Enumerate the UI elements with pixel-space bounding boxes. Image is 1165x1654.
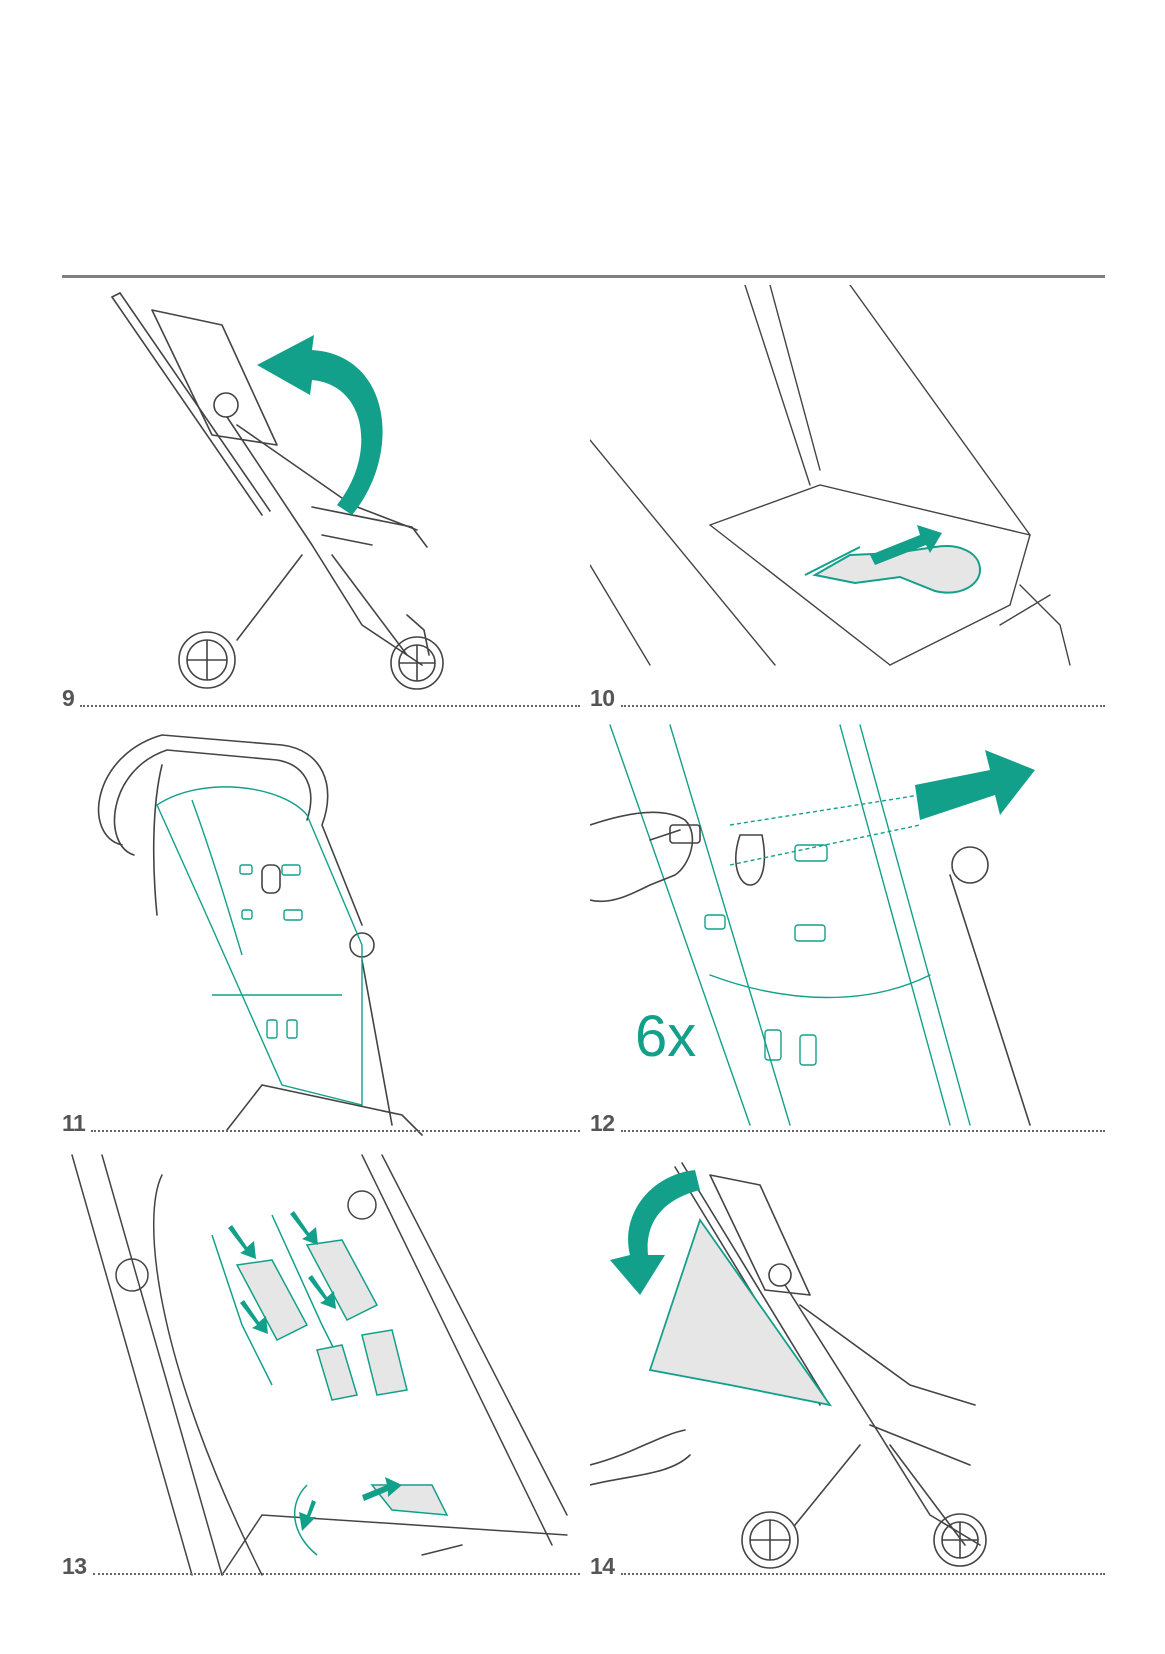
step-number: 14 — [590, 1553, 615, 1579]
pull-arrow — [915, 750, 1035, 820]
step-11-caption: 11 — [62, 1105, 580, 1135]
dotted-rule — [620, 705, 1105, 707]
step-number: 12 — [590, 1110, 615, 1136]
step-13-illustration — [62, 1150, 582, 1580]
dotted-rule — [80, 705, 580, 707]
seat-back-drawing — [97, 734, 423, 1136]
seat-fabric — [156, 786, 363, 1106]
step-9-illustration — [62, 285, 582, 715]
header-rule — [62, 275, 1105, 278]
removal-arrows — [228, 1211, 402, 1531]
step-number: 10 — [590, 685, 615, 711]
canopy-drawing — [590, 1162, 987, 1569]
recline-arrow — [257, 335, 383, 515]
step-number: 13 — [62, 1553, 87, 1579]
step-10-caption: 10 — [590, 680, 1105, 710]
seat-pad — [804, 545, 982, 594]
shoulder-straps — [211, 1214, 449, 1556]
step-14-caption: 14 — [590, 1548, 1105, 1578]
step-14-illustration — [590, 1150, 1110, 1580]
step-11-illustration — [62, 720, 582, 1150]
seat-fabric — [609, 724, 971, 1126]
fold-down-arrow — [610, 1170, 700, 1295]
step-12-illustration: 6x — [590, 720, 1110, 1150]
harness-buckle — [261, 864, 281, 894]
dotted-rule — [91, 1130, 580, 1132]
pull-path — [729, 794, 921, 866]
seat-pad-drawing — [590, 285, 1071, 666]
repeat-count-label: 6x — [635, 1004, 697, 1069]
step-9-caption: 9 — [62, 680, 580, 710]
step-number: 9 — [62, 685, 75, 711]
rear-wheel — [933, 1513, 987, 1567]
front-wheel — [741, 1511, 799, 1569]
dotted-rule — [620, 1573, 1105, 1575]
stroller-recline-drawing — [111, 292, 444, 690]
canopy — [648, 1218, 833, 1407]
rear-wheel — [390, 636, 444, 690]
shoulder-pads-drawing — [71, 1154, 568, 1576]
dotted-rule — [92, 1573, 580, 1575]
step-13-caption: 13 — [62, 1548, 580, 1578]
step-10-illustration — [590, 285, 1110, 715]
step-12-caption: 12 — [590, 1105, 1105, 1135]
dotted-rule — [620, 1130, 1105, 1132]
harness-removal-drawing — [590, 724, 1035, 1126]
hand — [590, 811, 1031, 1126]
pull-arrow — [870, 525, 942, 565]
front-wheel — [178, 631, 236, 689]
step-number: 11 — [62, 1110, 86, 1136]
